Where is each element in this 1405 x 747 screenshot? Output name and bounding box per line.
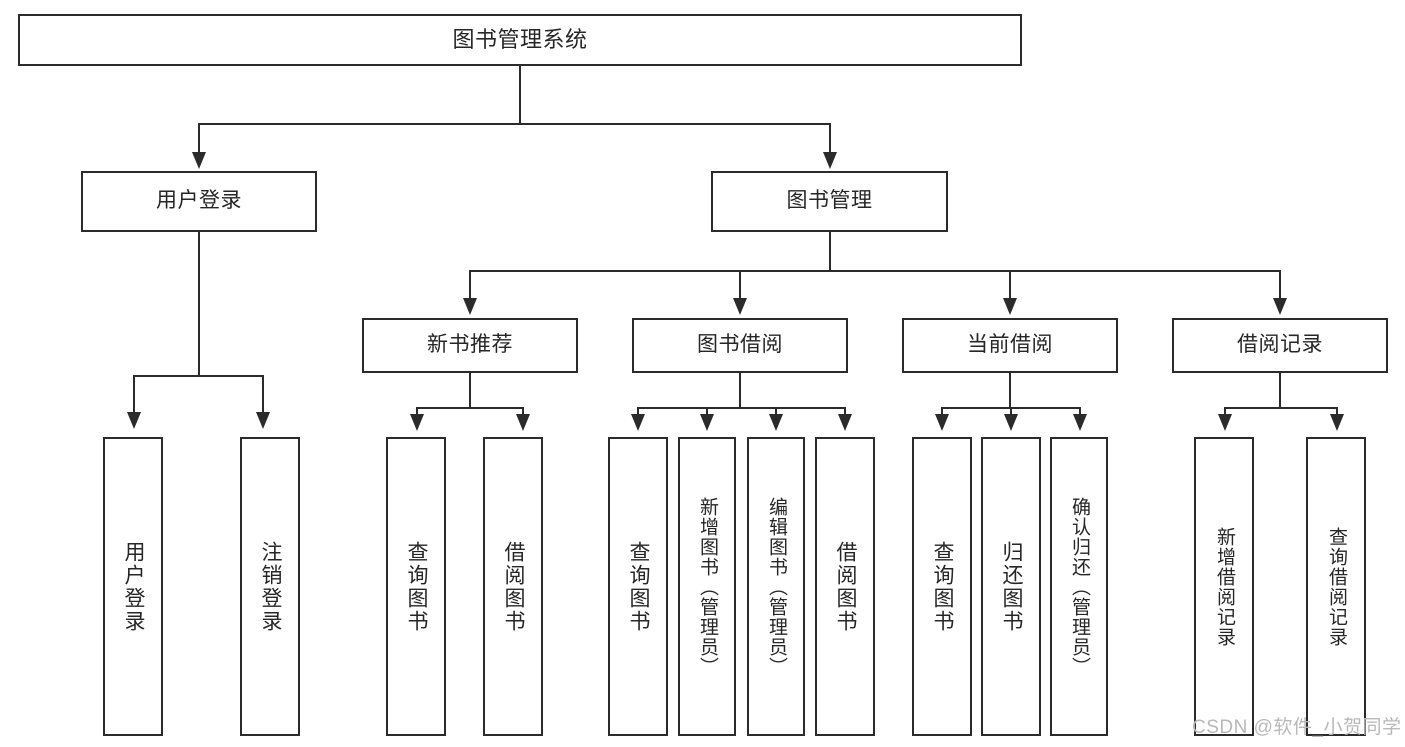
node-label: 新增借阅记录 [1213, 526, 1235, 647]
connector-level2-bus [469, 270, 1281, 272]
connector-drop-book-borrow [739, 270, 741, 300]
connector-drop-leaf-add-book [706, 407, 708, 416]
node-root-system[interactable]: 图书管理系统 [18, 14, 1022, 66]
node-label: 借阅记录 [1237, 333, 1323, 357]
node-label: 新书推荐 [427, 333, 513, 357]
connector-borrow-record-stem [1279, 373, 1281, 407]
arrowhead-current-borrow [1003, 298, 1017, 315]
arrowhead-leaf-query-book-2 [631, 414, 645, 431]
node-book-borrow[interactable]: 图书借阅 [632, 318, 848, 373]
connector-level1-bus [198, 123, 830, 125]
node-label: 当前借阅 [967, 333, 1053, 357]
arrowhead-leaf-borrow-book-1 [516, 414, 530, 431]
node-book-management[interactable]: 图书管理 [711, 171, 948, 232]
connector-book-borrow-stem [739, 373, 741, 407]
leaf-edit-book[interactable]: 编辑图书（管理员） [747, 437, 805, 736]
node-label: 查询借阅记录 [1325, 526, 1347, 647]
node-borrow-record[interactable]: 借阅记录 [1172, 318, 1388, 373]
leaf-query-book-recommend[interactable]: 查询图书 [386, 437, 446, 736]
arrowhead-leaf-user-login [127, 412, 141, 429]
arrowhead-leaf-query-book-3 [935, 414, 949, 431]
arrowhead-leaf-query-record [1330, 414, 1344, 431]
node-user-login[interactable]: 用户登录 [81, 171, 317, 232]
arrowhead-leaf-borrow-book-2 [838, 414, 852, 431]
node-current-borrow[interactable]: 当前借阅 [902, 318, 1118, 373]
leaf-query-book-borrow[interactable]: 查询图书 [608, 437, 668, 736]
arrowhead-leaf-logout [256, 412, 270, 429]
leaf-user-login[interactable]: 用户登录 [103, 437, 163, 736]
connector-drop-book-management [829, 123, 831, 155]
connector-book-management-stem [829, 232, 831, 270]
arrowhead-leaf-add-book [700, 414, 714, 431]
node-label: 图书管理系统 [452, 27, 588, 53]
connector-drop-leaf-query-book-2 [637, 407, 639, 416]
leaf-logout-login[interactable]: 注销登录 [240, 437, 300, 736]
connector-book-borrow-bus [637, 407, 845, 409]
arrowhead-user-login [192, 152, 206, 169]
leaf-borrow-book-recommend[interactable]: 借阅图书 [483, 437, 543, 736]
leaf-add-book[interactable]: 新增图书（管理员） [678, 437, 736, 736]
node-label: 新增图书（管理员） [696, 496, 718, 677]
connector-current-borrow-stem [1009, 373, 1011, 407]
connector-user-login-stem [198, 232, 200, 375]
node-label: 用户登录 [156, 189, 242, 213]
node-label: 借阅图书 [834, 540, 858, 633]
arrowhead-leaf-confirm-return [1073, 414, 1087, 431]
leaf-add-borrow-record[interactable]: 新增借阅记录 [1194, 437, 1254, 736]
node-label: 查询图书 [627, 540, 651, 633]
connector-root-stem [519, 66, 521, 123]
connector-drop-leaf-borrow-book-1 [522, 407, 524, 416]
arrowhead-book-management [823, 152, 837, 169]
connector-drop-leaf-edit-book [775, 407, 777, 416]
connector-drop-user-login [198, 123, 200, 155]
node-label: 用户登录 [122, 540, 146, 633]
node-label: 借阅图书 [502, 540, 526, 633]
arrowhead-book-borrow [733, 298, 747, 315]
connector-drop-leaf-user-login [133, 375, 135, 413]
connector-new-book-stem [469, 373, 471, 407]
node-label: 归还图书 [1000, 540, 1024, 633]
connector-new-book-bus [416, 407, 523, 409]
leaf-query-borrow-record[interactable]: 查询借阅记录 [1306, 437, 1366, 736]
connector-borrow-record-bus [1224, 407, 1337, 409]
connector-drop-leaf-query-book-1 [416, 407, 418, 416]
csdn-watermark: CSDN @软件_小贺同学 [1192, 717, 1402, 738]
connector-drop-leaf-query-record [1336, 407, 1338, 416]
connector-drop-current-borrow [1009, 270, 1011, 300]
arrowhead-new-book [463, 298, 477, 315]
node-label: 图书管理 [786, 189, 873, 213]
connector-drop-leaf-add-record [1224, 407, 1226, 416]
node-new-book-recommend[interactable]: 新书推荐 [362, 318, 578, 373]
connector-drop-leaf-query-book-3 [941, 407, 943, 416]
node-label: 确认归还（管理员） [1068, 496, 1090, 677]
arrowhead-leaf-query-book-1 [410, 414, 424, 431]
connector-drop-borrow-record [1279, 270, 1281, 300]
leaf-confirm-return[interactable]: 确认归还（管理员） [1050, 437, 1108, 736]
arrowhead-leaf-add-record [1218, 414, 1232, 431]
node-label: 查询图书 [931, 540, 955, 633]
arrowhead-borrow-record [1273, 298, 1287, 315]
node-label: 查询图书 [405, 540, 429, 633]
leaf-borrow-book[interactable]: 借阅图书 [815, 437, 875, 736]
leaf-query-book-current[interactable]: 查询图书 [912, 437, 972, 736]
connector-drop-leaf-logout [262, 375, 264, 413]
node-label: 注销登录 [259, 540, 283, 633]
connector-user-login-bus [133, 375, 264, 377]
arrowhead-leaf-return-book [1004, 414, 1018, 431]
connector-drop-new-book [469, 270, 471, 300]
node-label: 图书借阅 [697, 333, 783, 357]
arrowhead-leaf-edit-book [769, 414, 783, 431]
connector-drop-leaf-borrow-book-2 [844, 407, 846, 416]
connector-drop-leaf-confirm-return [1079, 407, 1081, 416]
leaf-return-book[interactable]: 归还图书 [981, 437, 1041, 736]
connector-drop-leaf-return-book [1010, 407, 1012, 416]
node-label: 编辑图书（管理员） [765, 496, 787, 677]
